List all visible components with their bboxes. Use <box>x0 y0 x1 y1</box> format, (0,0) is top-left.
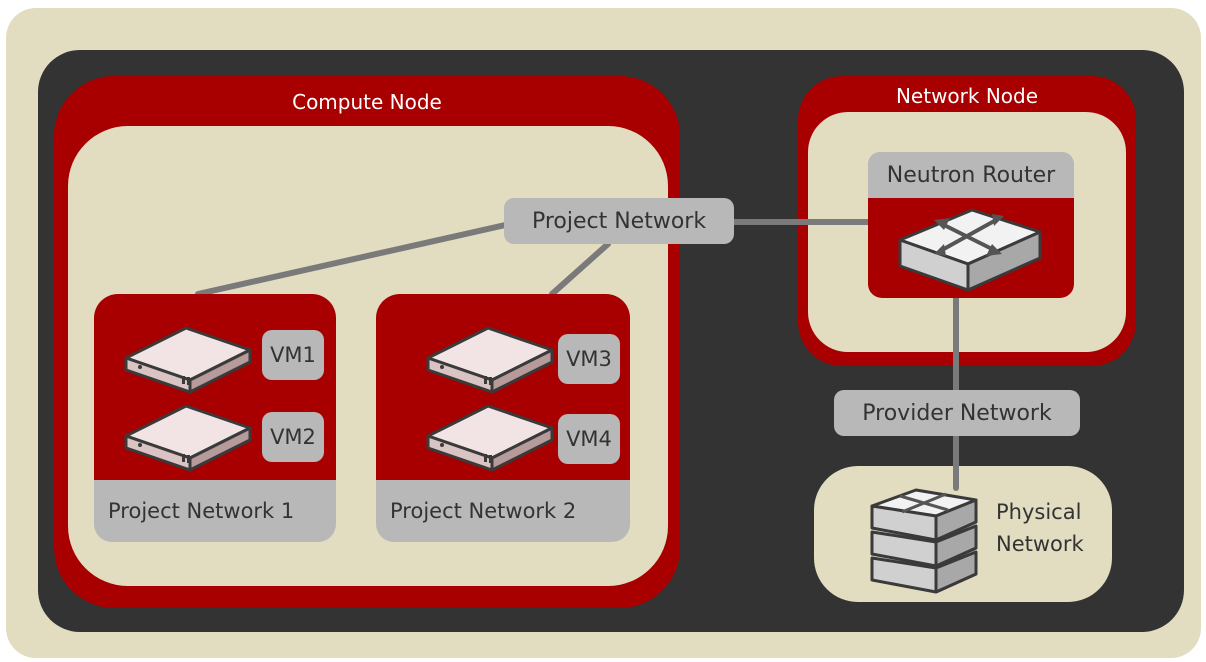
server-icon <box>426 404 554 472</box>
project-network-1-label: Project Network 1 <box>94 480 336 542</box>
server-icon <box>124 326 252 394</box>
link-pn2-project-network <box>549 241 611 297</box>
vm-label: VM3 <box>558 334 620 384</box>
project-network-label: Project Network <box>504 198 734 244</box>
project-network-2-label: Project Network 2 <box>376 480 630 542</box>
vm-label: VM4 <box>558 414 620 464</box>
physical-network-line1: Physical <box>996 500 1082 524</box>
neutron-router-label: Neutron Router <box>868 152 1074 198</box>
physical-network-line2: Network <box>996 532 1084 556</box>
router-icon <box>898 208 1042 292</box>
server-icon <box>124 404 252 472</box>
server-icon <box>426 326 554 394</box>
compute-node-title: Compute Node <box>292 90 442 114</box>
network-node-title: Network Node <box>895 84 1039 108</box>
vm-label: VM2 <box>262 412 324 462</box>
vm-label: VM1 <box>262 330 324 380</box>
physical-switch-icon <box>870 488 978 594</box>
link-pn1-project-network <box>195 221 513 297</box>
physical-network-label: Physical Network <box>996 496 1106 560</box>
provider-network-label: Provider Network <box>834 390 1080 436</box>
